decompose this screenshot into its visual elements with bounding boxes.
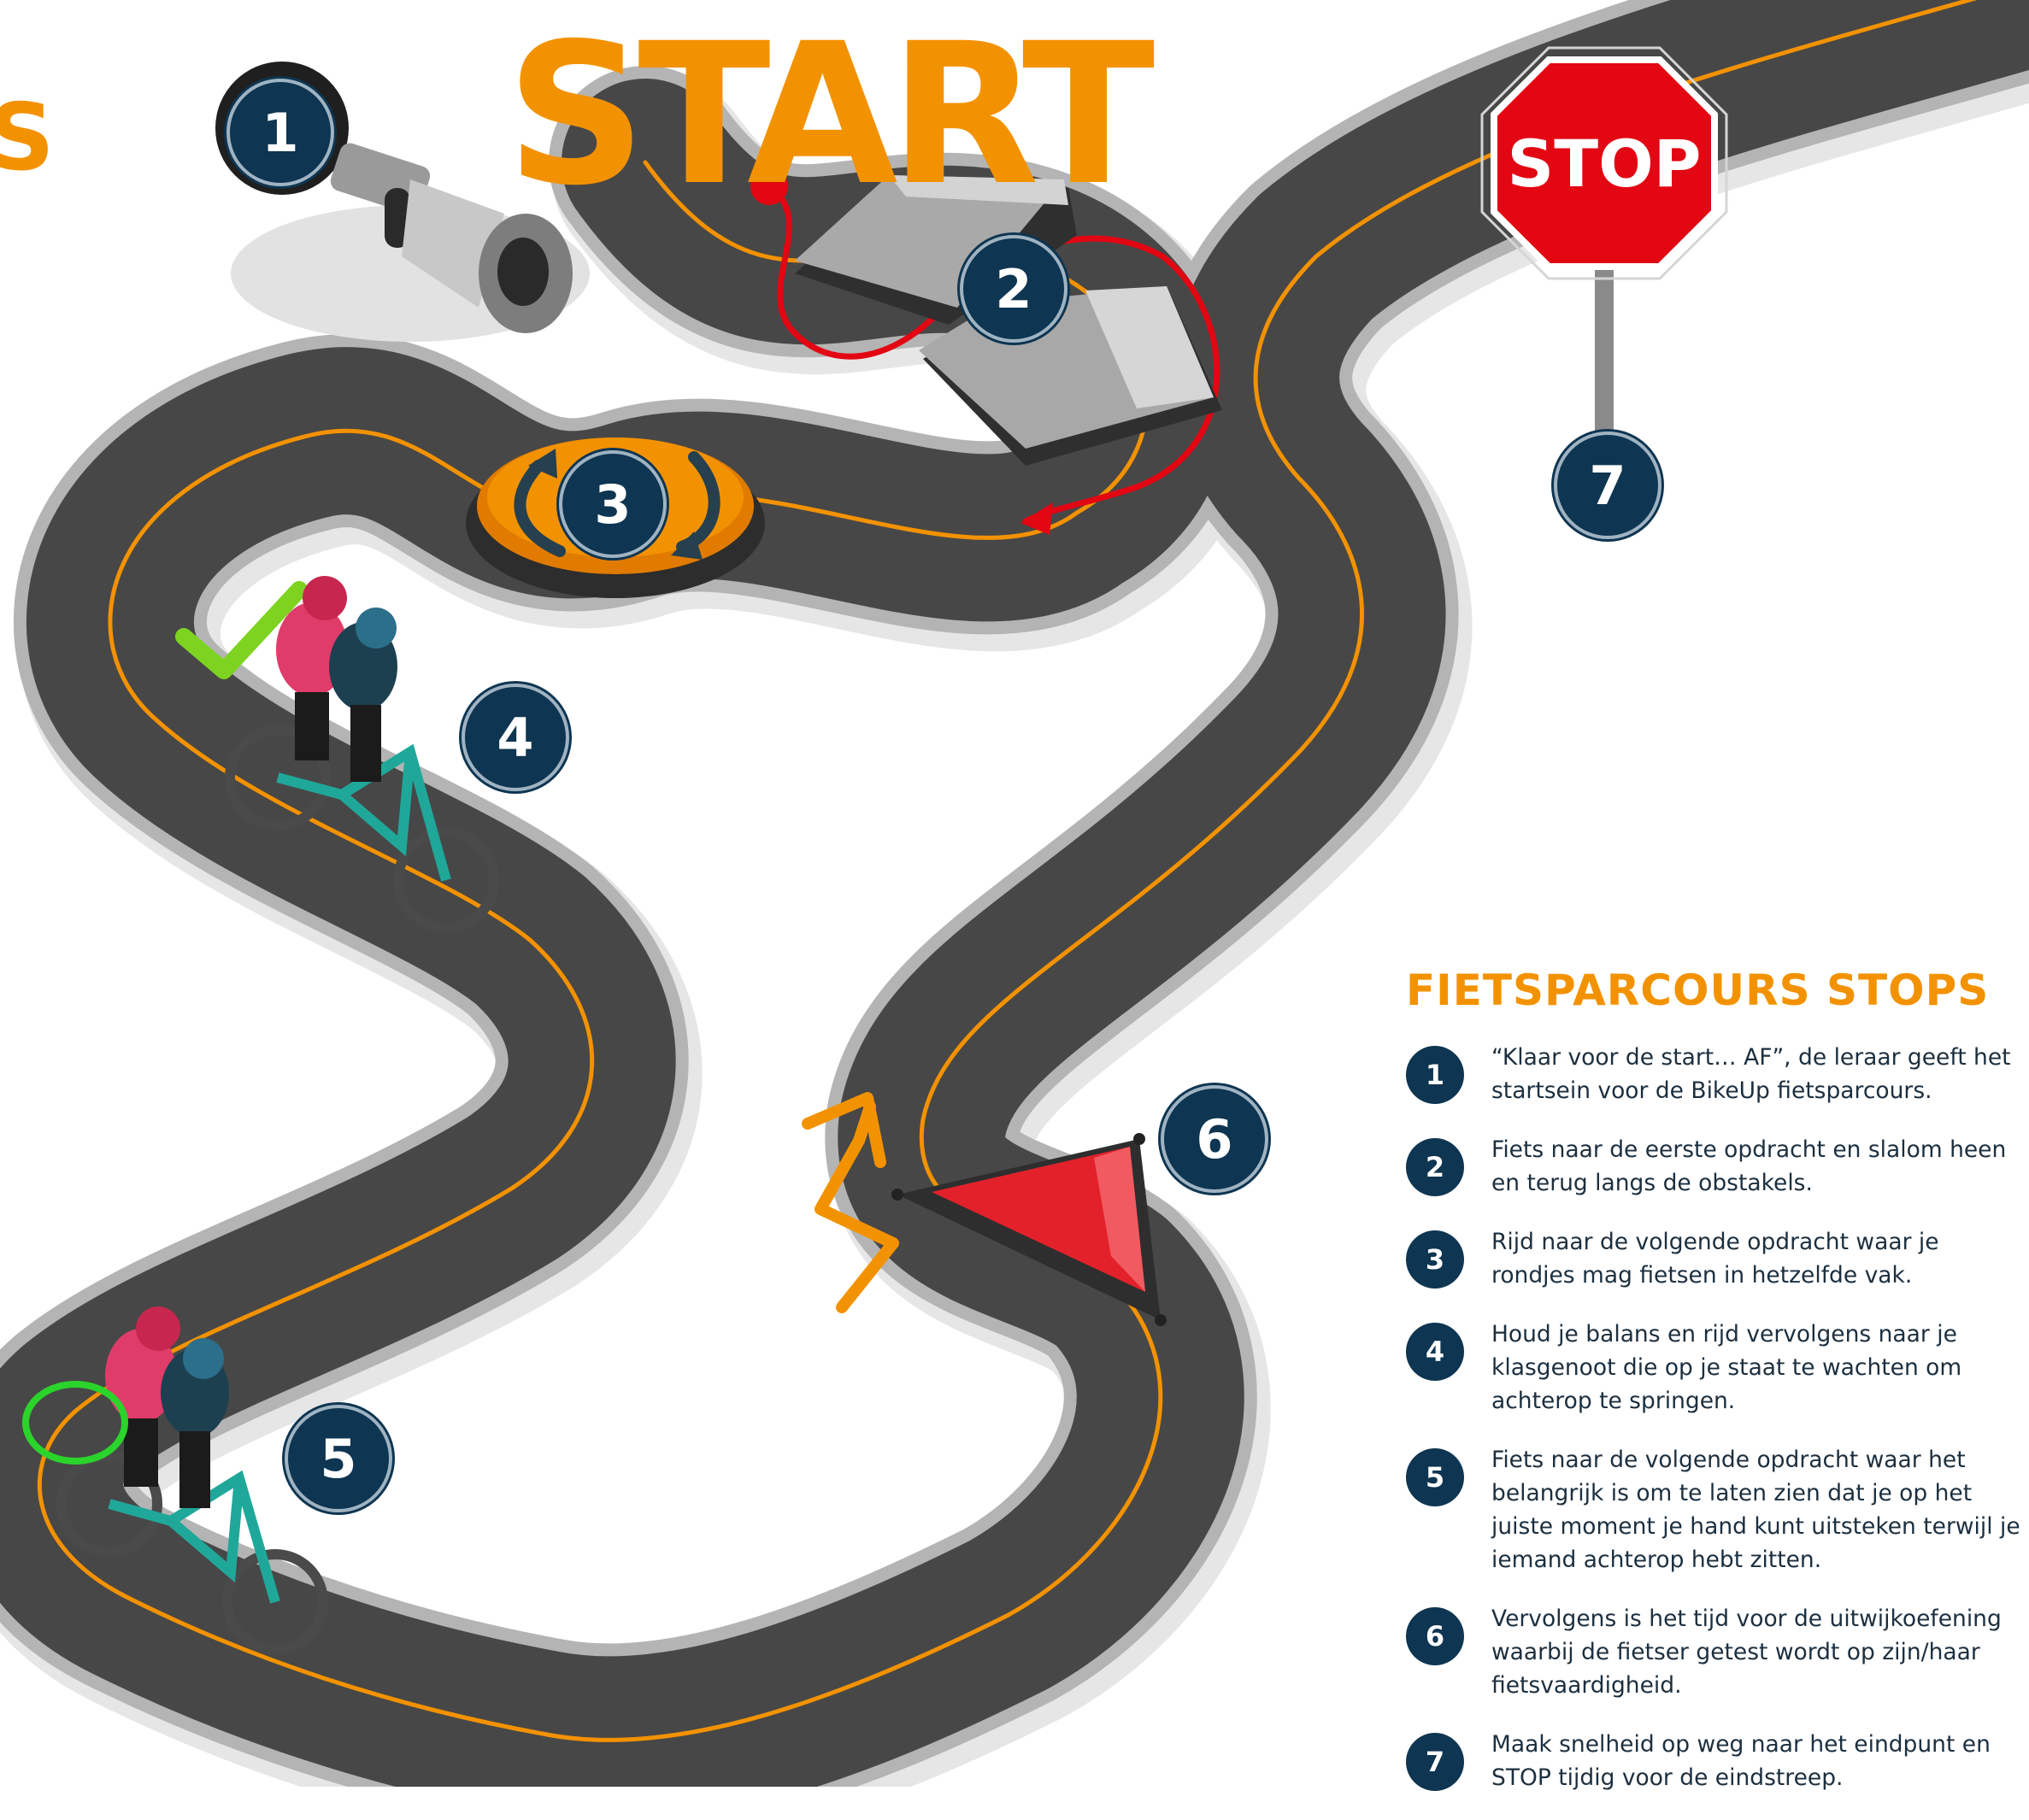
stop-item-1: 1 “Klaar voor de start… AF”, de leraar g…	[1406, 1041, 2021, 1107]
warning-triangle-icon	[891, 1133, 1167, 1326]
stop-sign-icon	[1480, 46, 1728, 436]
stop-number: 3	[1406, 1230, 1464, 1289]
stop-item-7: 7 Maak snelheid op weg naar het eindpunt…	[1406, 1728, 2021, 1794]
stop-sign-text: STOP	[1508, 126, 1702, 202]
stop-number: 5	[1406, 1448, 1464, 1506]
badge-5: 5	[285, 1405, 392, 1512]
slalom-arrowhead	[1020, 502, 1053, 535]
zigzag-arrow-icon	[802, 1092, 899, 1313]
stop-number: 4	[1406, 1323, 1464, 1381]
start-heading: START	[506, 1, 1155, 228]
stop-item-6: 6 Vervolgens is het tijd voor de uitwijk…	[1406, 1602, 2021, 1702]
badge-2: 2	[960, 235, 1067, 343]
cyclist-duo-icon	[225, 576, 499, 933]
stop-text: Houd je balans en rijd vervolgens naar j…	[1491, 1321, 1962, 1414]
stop-text: Maak snelheid op weg naar het eindpunt e…	[1491, 1731, 1991, 1791]
hand-signal-circle	[22, 1381, 128, 1465]
badge-1: 1	[226, 79, 334, 186]
cut-off-letter: S	[0, 85, 55, 191]
stop-item-4: 4 Houd je balans en rijd vervolgens naar…	[1406, 1318, 2021, 1418]
stop-text: “Klaar voor de start… AF”, de leraar gee…	[1491, 1044, 2011, 1104]
badge-6: 6	[1161, 1085, 1268, 1193]
stop-number: 2	[1406, 1138, 1464, 1196]
checkmark-icon	[175, 581, 308, 679]
badge-4: 4	[462, 684, 569, 791]
stop-text: Fiets naar de eerste opdracht en slalom …	[1491, 1136, 2007, 1196]
cyclist-duo-icon	[22, 1306, 328, 1655]
panel-title: FIETSPARCOURS STOPS	[1406, 966, 1990, 1015]
badge-3: 3	[559, 450, 667, 558]
stop-number: 7	[1406, 1733, 1464, 1791]
stop-number: 6	[1406, 1607, 1464, 1665]
stop-number: 1	[1406, 1046, 1464, 1104]
stop-text: Fiets naar de volgende opdracht waar het…	[1491, 1447, 2020, 1573]
stop-item-3: 3 Rijd naar de volgende opdracht waar je…	[1406, 1225, 2021, 1292]
stop-item-2: 2 Fiets naar de eerste opdracht en slalo…	[1406, 1133, 2021, 1200]
stop-text: Rijd naar de volgende opdracht waar je r…	[1491, 1229, 1939, 1289]
stop-item-5: 5 Fiets naar de volgende opdracht waar h…	[1406, 1443, 2021, 1576]
stop-text: Vervolgens is het tijd voor de uitwijkoe…	[1491, 1606, 2002, 1699]
stops-panel: FIETSPARCOURS STOPS 1 “Klaar voor de sta…	[1406, 966, 2021, 1820]
badge-7: 7	[1554, 432, 1661, 539]
